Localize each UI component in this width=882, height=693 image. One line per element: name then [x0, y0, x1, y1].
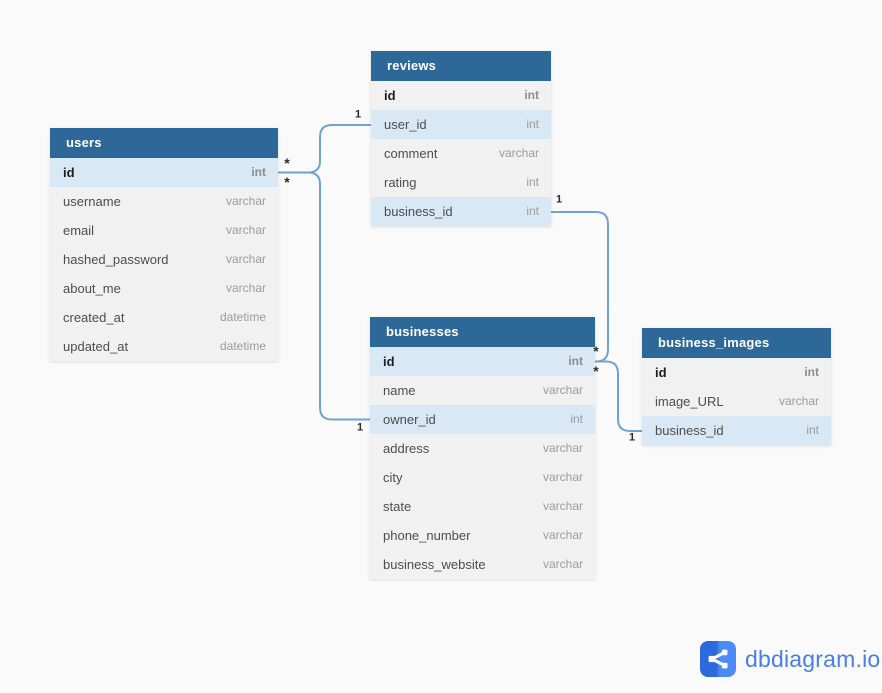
field-type: int	[570, 412, 583, 426]
field-name: hashed_password	[63, 252, 169, 267]
table-businesses[interactable]: businesses id int name varchar owner_id int add…	[370, 317, 595, 579]
field-name: name	[383, 383, 416, 398]
field-type: int	[526, 204, 539, 218]
field-type: varchar	[542, 528, 583, 542]
table-header-businesses[interactable]: businesses	[370, 317, 595, 347]
field-type: varchar	[225, 194, 266, 208]
field-type: varchar	[542, 383, 583, 397]
field-row-reviews-comment[interactable]: comment varchar	[371, 139, 551, 168]
field-type: varchar	[225, 281, 266, 295]
field-row-users-about_me[interactable]: about_me varchar	[50, 274, 278, 303]
field-row-businesses-id[interactable]: id int	[370, 347, 595, 376]
field-name: business_id	[384, 204, 453, 219]
field-row-businesses-city[interactable]: city varchar	[370, 463, 595, 492]
field-type: int	[251, 165, 266, 179]
field-name: business_id	[655, 423, 724, 438]
field-type: datetime	[219, 339, 266, 353]
field-type: int	[524, 88, 539, 102]
field-type: int	[568, 354, 583, 368]
field-type: varchar	[542, 557, 583, 571]
field-name: owner_id	[383, 412, 436, 427]
field-name: city	[383, 470, 403, 485]
field-type: varchar	[542, 499, 583, 513]
dbdiagram-logo-text: dbdiagram.io	[745, 646, 881, 672]
field-name: email	[63, 223, 95, 238]
field-name: created_at	[63, 310, 125, 325]
table-header-business_images[interactable]: business_images	[642, 328, 831, 358]
field-name: address	[383, 441, 430, 456]
field-name: phone_number	[383, 528, 471, 543]
field-row-businesses-business_website[interactable]: business_website varchar	[370, 550, 595, 579]
field-row-reviews-business_id[interactable]: business_id int	[371, 197, 551, 226]
field-row-businesses-address[interactable]: address varchar	[370, 434, 595, 463]
field-row-reviews-user_id[interactable]: user_id int	[371, 110, 551, 139]
field-name: updated_at	[63, 339, 129, 354]
field-type: varchar	[542, 441, 583, 455]
cardinality-label-business_images.business_id: 1	[628, 431, 636, 444]
field-name: rating	[384, 175, 417, 190]
field-name: user_id	[384, 117, 427, 132]
field-name: id	[655, 365, 667, 380]
relationship-businesses.id-to-business_images.business_id[interactable]	[595, 360, 642, 432]
field-row-users-updated_at[interactable]: updated_at datetime	[50, 332, 278, 361]
field-row-business_images-business_id[interactable]: business_id int	[642, 416, 831, 445]
field-row-businesses-name[interactable]: name varchar	[370, 376, 595, 405]
field-type: varchar	[498, 146, 539, 160]
table-header-users[interactable]: users	[50, 128, 278, 158]
field-name: business_website	[383, 557, 486, 572]
field-row-businesses-owner_id[interactable]: owner_id int	[370, 405, 595, 434]
field-row-reviews-rating[interactable]: rating int	[371, 168, 551, 197]
field-type: varchar	[778, 394, 819, 408]
field-type: int	[526, 117, 539, 131]
field-type: varchar	[542, 470, 583, 484]
field-type: varchar	[225, 252, 266, 266]
cardinality-label-users.id-bottom: *	[284, 174, 290, 190]
cardinality-label-users.id-top: *	[284, 155, 290, 171]
field-row-users-created_at[interactable]: created_at datetime	[50, 303, 278, 332]
field-row-users-email[interactable]: email varchar	[50, 216, 278, 245]
field-row-users-hashed_password[interactable]: hashed_password varchar	[50, 245, 278, 274]
field-name: about_me	[63, 281, 121, 296]
field-name: state	[383, 499, 412, 514]
field-name: username	[63, 194, 121, 209]
field-name: id	[63, 165, 75, 180]
field-type: int	[806, 423, 819, 437]
field-row-businesses-phone_number[interactable]: phone_number varchar	[370, 521, 595, 550]
dbdiagram-logo[interactable]: dbdiagram.io	[700, 641, 880, 677]
field-row-users-id[interactable]: id int	[50, 158, 278, 187]
cardinality-label-reviews.user_id: 1	[354, 108, 362, 121]
field-row-businesses-state[interactable]: state varchar	[370, 492, 595, 521]
cardinality-label-businesses.owner_id: 1	[356, 421, 364, 434]
field-name: id	[384, 88, 396, 103]
relationship-users.id-to-reviews.user_id[interactable]	[278, 124, 371, 174]
dbdiagram-share-icon	[700, 641, 736, 677]
table-header-reviews[interactable]: reviews	[371, 51, 551, 81]
field-row-reviews-id[interactable]: id int	[371, 81, 551, 110]
field-name: comment	[384, 146, 438, 161]
field-type: varchar	[225, 223, 266, 237]
field-name: image_URL	[655, 394, 724, 409]
field-type: int	[526, 175, 539, 189]
field-type: int	[804, 365, 819, 379]
field-name: id	[383, 354, 395, 369]
cardinality-label-reviews.business_id: 1	[555, 193, 563, 206]
field-row-business_images-image_URL[interactable]: image_URL varchar	[642, 387, 831, 416]
field-type: datetime	[219, 310, 266, 324]
relationship-users.id-to-businesses.owner_id[interactable]	[278, 171, 370, 421]
field-row-users-username[interactable]: username varchar	[50, 187, 278, 216]
field-row-business_images-id[interactable]: id int	[642, 358, 831, 387]
